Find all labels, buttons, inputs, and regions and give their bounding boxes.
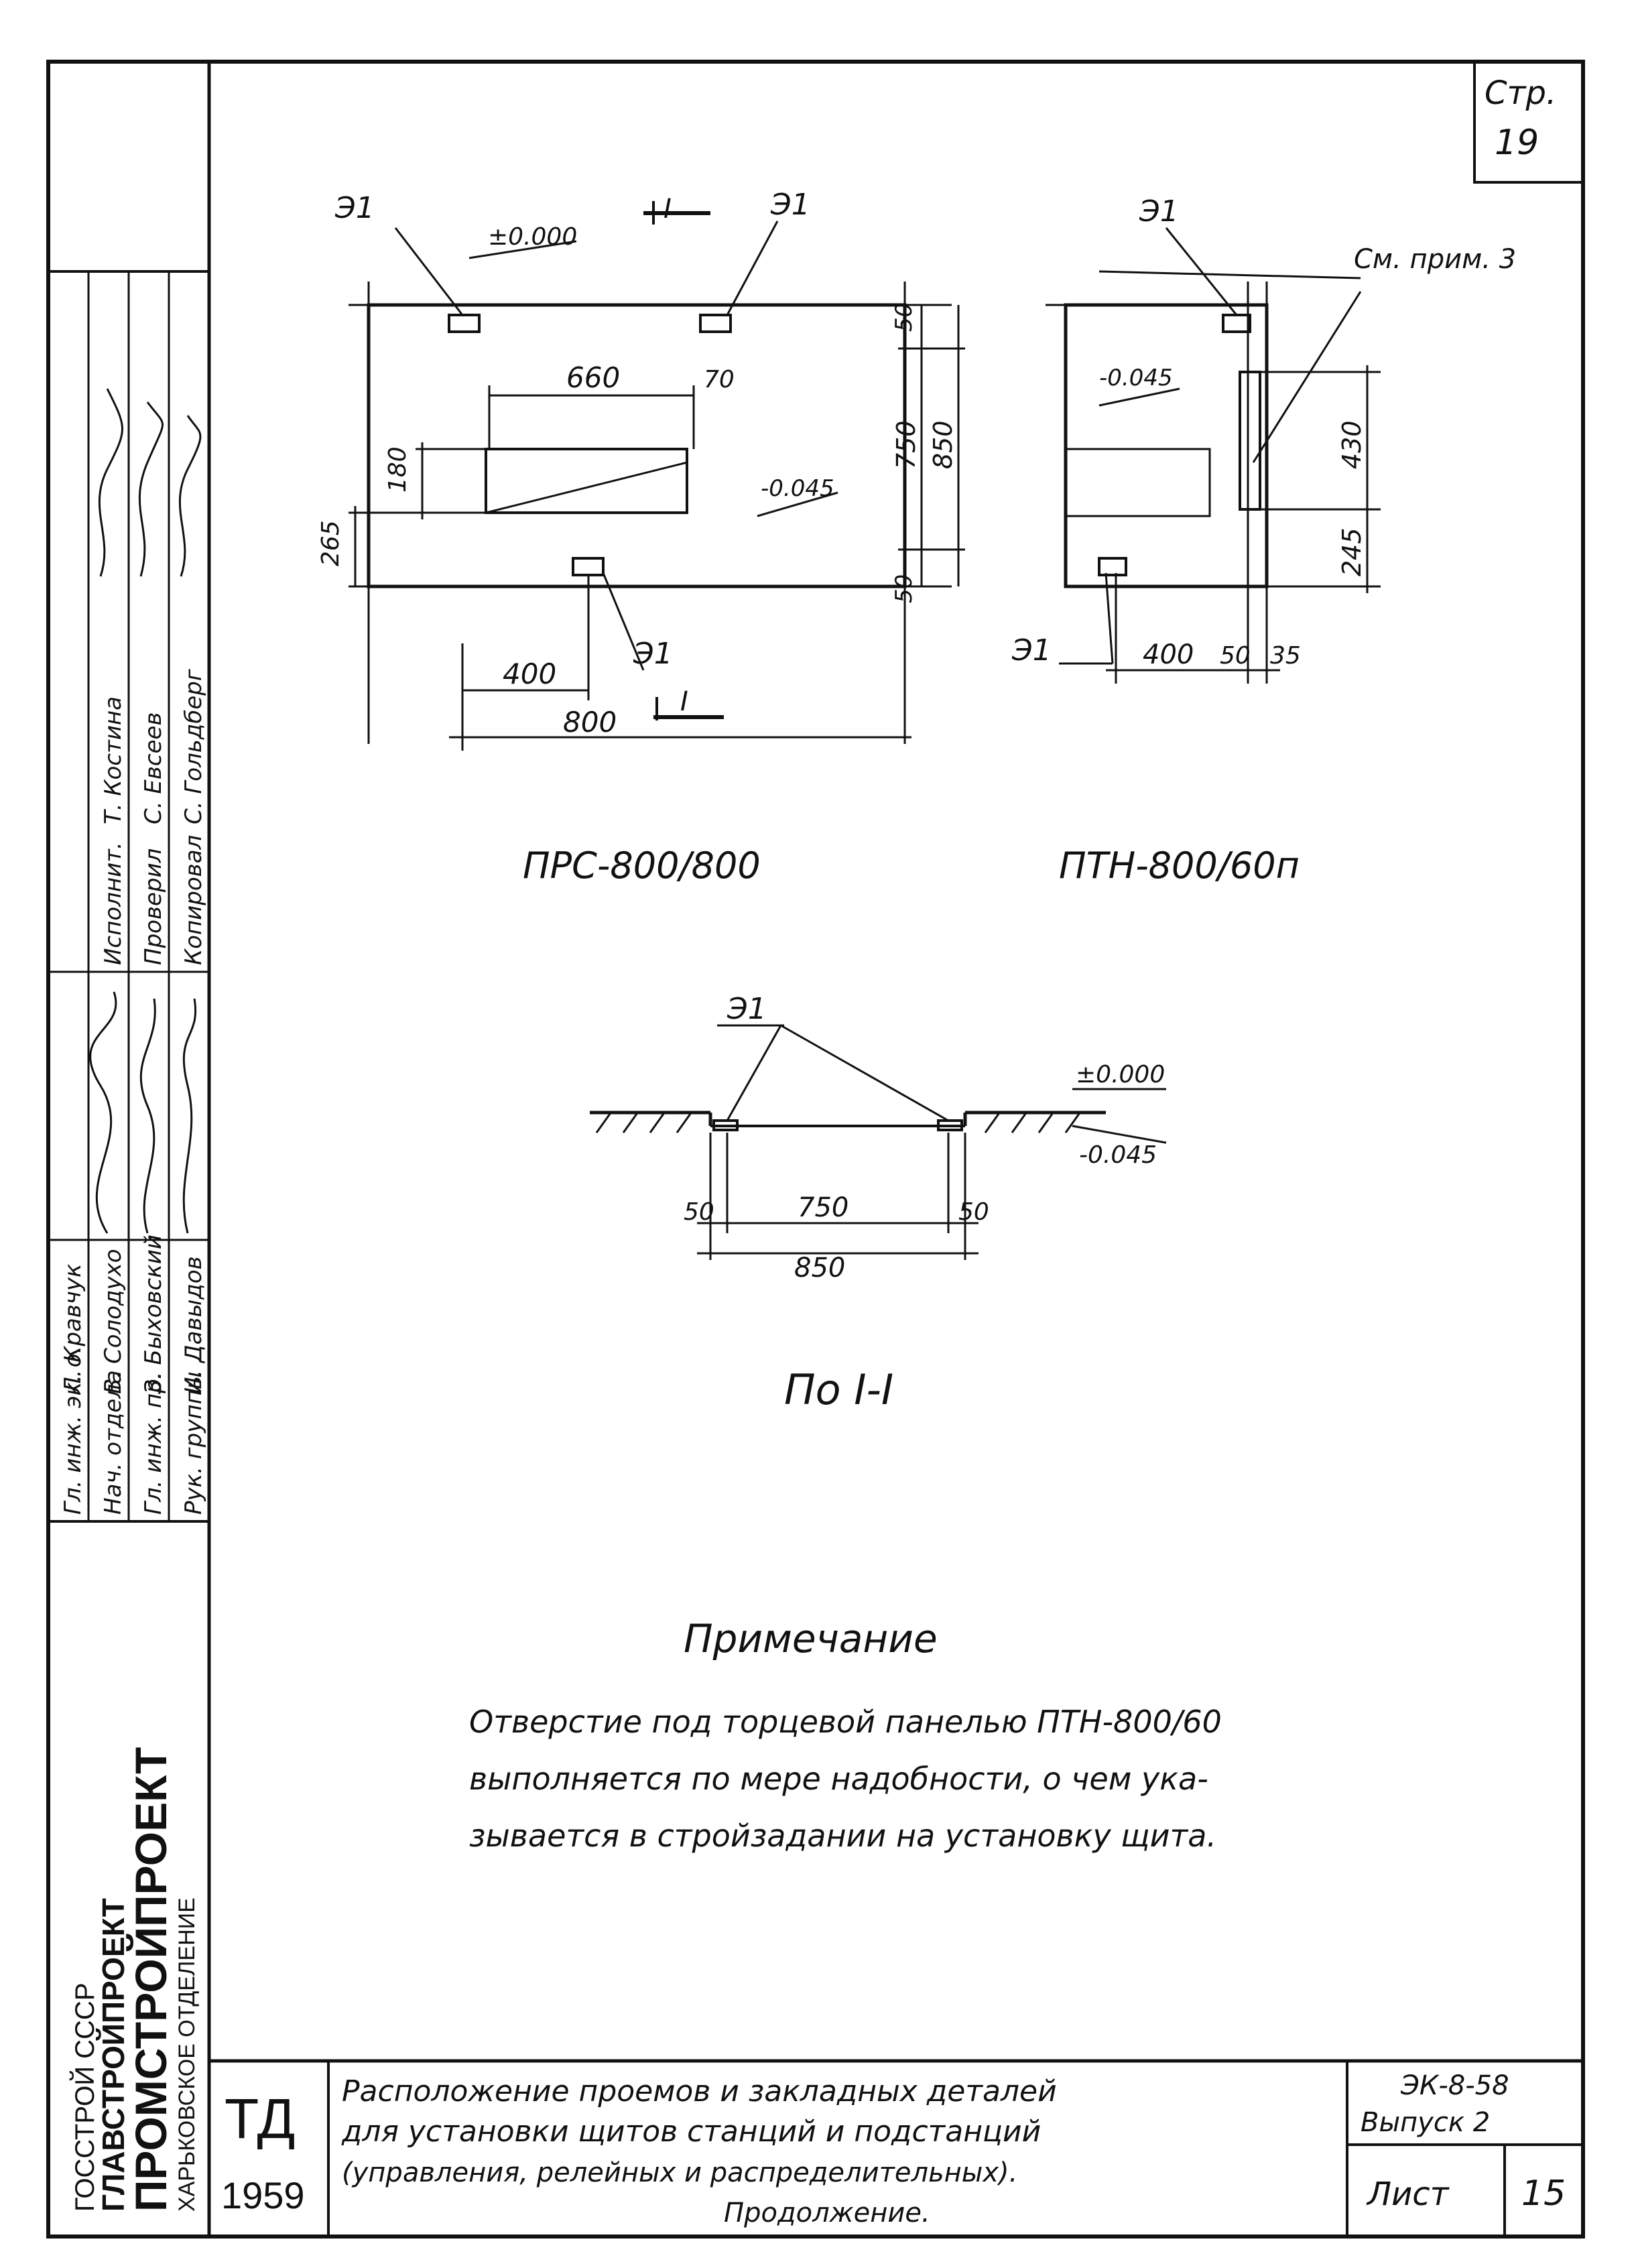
title-line: (управления, релейных и распределительны… <box>342 2157 1017 2188</box>
dimension: 750 <box>891 420 921 469</box>
stamp-name: Т. Костина <box>100 696 127 824</box>
dimension: 70 <box>704 366 735 393</box>
stamp-name: Л. Кравчук <box>60 1263 86 1395</box>
dimension: 850 <box>928 420 958 469</box>
section-mark-bottom: I <box>680 686 688 717</box>
section-mark-top: I <box>664 194 672 225</box>
stamp-role: Гл. инж. эк. о. <box>60 1346 86 1515</box>
plan-left-title: ПРС-800/800 <box>523 844 761 887</box>
sheet-label: Лист <box>1366 2176 1450 2213</box>
stamp-name: С. Гольдберг <box>180 668 207 824</box>
level-mark: -0.045 <box>1079 1141 1157 1169</box>
page-number-label: Стр. <box>1485 74 1556 112</box>
stamp-role: Рук. группы <box>180 1371 207 1515</box>
issue-label: Выпуск 2 <box>1361 2107 1490 2138</box>
stamp-name: В. Солодухо <box>100 1249 127 1394</box>
section-title: По I-I <box>784 1365 893 1414</box>
stamp-role: Нач. отдела <box>100 1370 127 1515</box>
dimension: 400 <box>1143 639 1194 670</box>
embed-label: Э1 <box>334 191 375 225</box>
plan-right <box>1046 227 1381 684</box>
stamp-role: Копировал <box>180 835 207 965</box>
note-line: зывается в стройзадании на установку щит… <box>469 1818 1216 1854</box>
stamp-role: Гл. инж. пр. <box>140 1372 167 1515</box>
dimension: 245 <box>1337 527 1367 576</box>
org-line: ХАРЬКОВСКОЕ ОТДЕЛЕНИЕ <box>174 1897 200 2212</box>
note-line: Отверстие под торцевой панелью ПТН-800/6… <box>469 1704 1222 1740</box>
org-line: ГОССТРОЙ СССР <box>69 1982 100 2212</box>
dimension: 800 <box>563 706 617 739</box>
section-view <box>590 1024 1167 1260</box>
dimension: 850 <box>794 1253 845 1283</box>
note-line: выполняется по мере надобности, о чем ук… <box>469 1761 1208 1797</box>
org-line: ГЛАВСТРОЙПРОЕКТ <box>96 1898 131 2212</box>
note-heading: Примечание <box>684 1616 938 1661</box>
title-line: для установки щитов станций и подстанций <box>341 2115 1041 2149</box>
dimension: 35 <box>1270 642 1301 670</box>
embed-label: Э1 <box>770 188 810 222</box>
series-code: ЭК-8-58 <box>1400 2070 1509 2101</box>
stamp-name: И. Давыдов <box>180 1256 207 1394</box>
dimension: 50 <box>891 303 918 332</box>
title-line: Продолжение. <box>724 2198 930 2228</box>
note-reference: См. прим. 3 <box>1354 244 1516 275</box>
stamp-role: Исполнит. <box>100 842 127 965</box>
dimension: 660 <box>566 361 620 394</box>
org-line: ПРОМСТРОЙПРОЕКТ <box>125 1747 176 2212</box>
embed-label: Э1 <box>1011 633 1052 668</box>
plan-right-title: ПТН-800/60п <box>1059 844 1300 887</box>
title-line: Расположение проемов и закладных деталей <box>342 2074 1057 2108</box>
dimension: 400 <box>503 657 556 690</box>
stamp-role: Проверил <box>140 848 167 965</box>
dimension: 50 <box>958 1198 989 1226</box>
page-number-box <box>1473 60 1584 184</box>
dimension: 50 <box>891 574 918 603</box>
stamp-name: С. Евсеев <box>140 712 167 824</box>
dimension: 430 <box>1337 420 1367 469</box>
dimension: 50 <box>684 1198 714 1226</box>
level-mark: -0.045 <box>761 475 834 502</box>
embed-label: Э1 <box>727 992 767 1026</box>
doc-year: 1959 <box>221 2174 305 2216</box>
dimension: 180 <box>384 446 412 493</box>
stamp-name: З. Быховский <box>140 1235 167 1394</box>
outer-frame <box>46 60 1585 2239</box>
signature <box>89 388 202 1234</box>
plan-left <box>349 201 965 751</box>
embed-label: Э1 <box>1139 194 1179 229</box>
level-mark: ±0.000 <box>488 223 577 251</box>
embed-label: Э1 <box>633 637 673 671</box>
level-mark: ±0.000 <box>1076 1061 1165 1088</box>
page-number: 19 <box>1495 123 1539 163</box>
dimension: 265 <box>317 520 344 566</box>
doc-code: ТД <box>225 2087 295 2150</box>
sheet-number: 15 <box>1521 2174 1566 2214</box>
dimension: 750 <box>798 1192 848 1223</box>
dimension: 50 <box>1220 642 1251 670</box>
level-mark: -0.045 <box>1099 365 1173 391</box>
